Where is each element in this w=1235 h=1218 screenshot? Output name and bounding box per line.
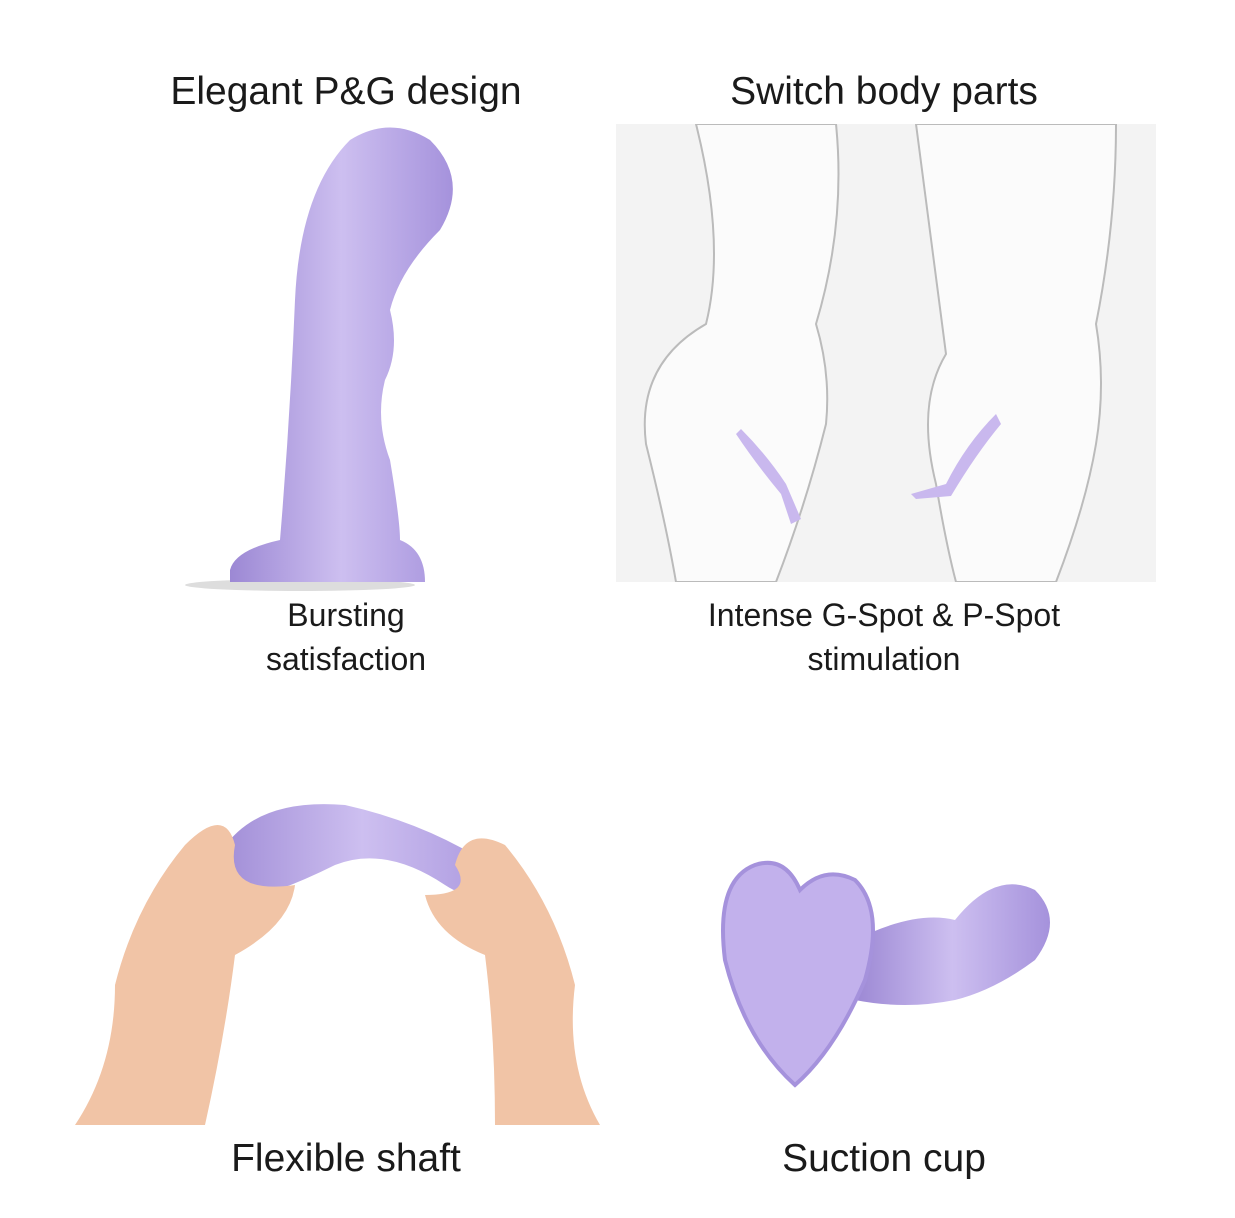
body-illustration-image [616, 123, 1156, 583]
caption-suction-cup: Suction cup [782, 1137, 986, 1180]
flexible-shaft-hands-image [75, 804, 600, 1125]
caption-bursting: Bursting satisfaction [265, 597, 427, 677]
product-in-body-1 [736, 429, 801, 524]
suction-cup-image [721, 860, 1050, 1088]
panel-title-switch: Switch body parts [730, 70, 1038, 113]
panel-title-design: Elegant P&G design [170, 70, 522, 113]
caption-flexible-shaft: Flexible shaft [231, 1137, 461, 1180]
product-in-body-2 [911, 414, 1001, 499]
caption-stimulation: Intense G-Spot & P-Spot stimulation [707, 597, 1061, 677]
product-upright-image [185, 127, 453, 591]
